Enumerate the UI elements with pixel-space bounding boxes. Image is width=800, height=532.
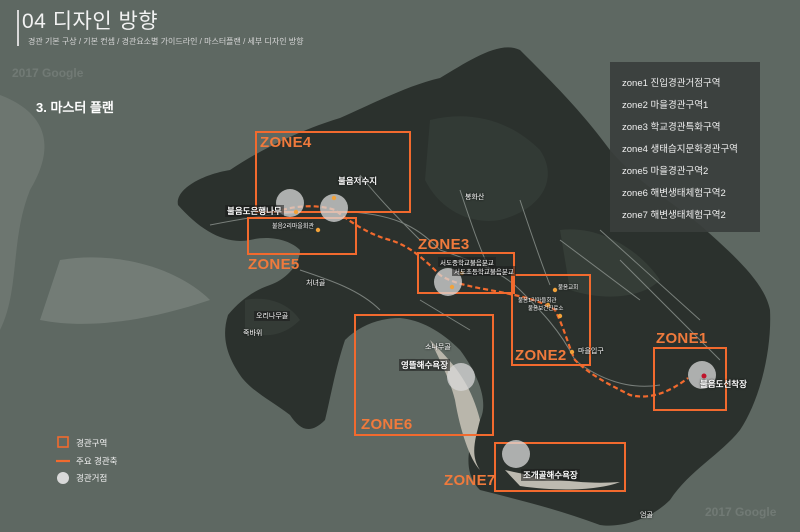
tidal-flat-left (0, 95, 45, 330)
beach-yeongttul (430, 340, 480, 470)
dock-marker (701, 373, 707, 379)
zone-legend-item: zone4 생태습지문화경관구역 (622, 144, 738, 155)
zone1-box (653, 347, 727, 411)
place-label: 불음1리마을회관 (518, 298, 557, 304)
zone3-label: ZONE3 (418, 236, 470, 253)
place-label: 서도중학교불음분교 (438, 257, 496, 267)
zone-legend-item: zone5 마을경관구역2 (622, 166, 709, 177)
place-label: 서도초등학교불음분교 (452, 266, 516, 276)
legend-viewpoint-label: 경관거점 (76, 473, 108, 483)
zone-legend-item: zone6 해변생태체험구역2 (622, 188, 726, 199)
field-patch (560, 229, 660, 297)
viewpoint-yeongttul (447, 363, 475, 391)
legend-viewpoint-symbol (57, 472, 69, 484)
place-label: 오리나무골 (254, 311, 291, 321)
place-label: 마을입구 (578, 348, 604, 355)
zone6-box (354, 314, 494, 436)
zone-legend-item: zone2 마을경관구역1 (622, 100, 709, 111)
zone1-label: ZONE1 (656, 330, 708, 347)
place-label: 소나무골 (425, 344, 451, 351)
legend-zone-symbol (57, 436, 69, 448)
viewpoint-reservoir (320, 194, 348, 222)
place-label: 죽바위 (243, 330, 263, 337)
zone2-box (511, 274, 591, 366)
section-title: 3. 마스터 플랜 (36, 100, 114, 115)
viewpoints (276, 189, 716, 468)
forest-patch (425, 116, 548, 221)
zone7-label: ZONE7 (444, 472, 496, 489)
place-label: 영뜰해수욕장 (399, 359, 450, 371)
place-label: 엄골 (640, 512, 653, 519)
zone6-label: ZONE6 (361, 416, 413, 433)
zone5-box (247, 217, 357, 255)
zone-legend-item: zone3 학교경관특화구역 (622, 122, 721, 133)
beach-jogaegol (505, 470, 620, 490)
viewpoint-jogaegol (502, 440, 530, 468)
place-label: 불음보건진료소 (528, 306, 564, 312)
tidal-flat-west (40, 257, 210, 324)
place-label: 불음도은행나무 (225, 205, 284, 217)
zone2-label: ZONE2 (515, 347, 567, 364)
zone7-box (494, 442, 626, 492)
zone-legend-item: zone1 진입경관거점구역 (622, 78, 721, 89)
place-label: 봉화산 (465, 194, 485, 201)
place-label: 불음교회 (558, 285, 579, 291)
legend-axis-label: 주요 경관축 (76, 456, 118, 466)
place-label: 불음저수지 (338, 176, 378, 186)
legend-zone-label: 경관구역 (76, 438, 108, 448)
zone4-label: ZONE4 (260, 134, 312, 151)
watermark: 2017 Google (12, 66, 84, 80)
page-title: 04 디자인 방향 (22, 10, 159, 33)
zone-legend-panel: zone1 진입경관거점구역 zone2 마을경관구역1 zone3 학교경관특… (610, 62, 760, 232)
watermark: 2017 Google (705, 505, 777, 519)
header-bar (17, 10, 19, 46)
zone5-label: ZONE5 (248, 256, 300, 273)
place-label: 불음2리마을회관 (272, 224, 314, 230)
page-subtitle: 경관 기본 구상 / 기본 컨셉 / 경관요소별 가이드라인 / 마스터플랜 /… (28, 37, 304, 46)
place-label: 불음도선착장 (700, 379, 747, 389)
place-label: 처녀골 (306, 280, 326, 287)
place-label: 조개골해수욕장 (521, 469, 580, 481)
zone-legend-item: zone7 해변생태체험구역2 (622, 210, 726, 221)
